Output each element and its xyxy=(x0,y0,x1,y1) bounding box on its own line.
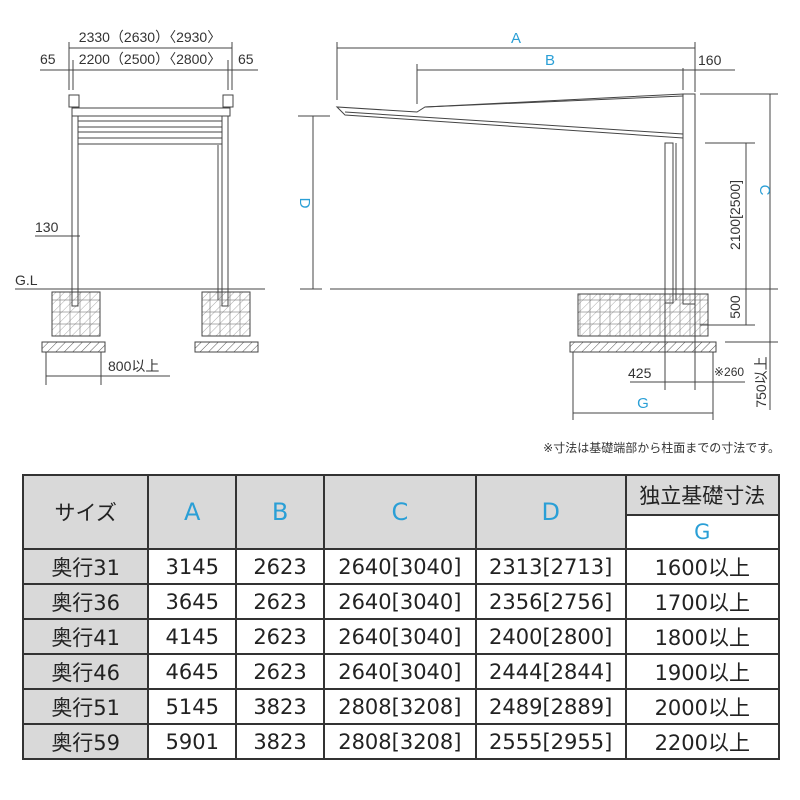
front-view xyxy=(298,42,778,420)
overall-width-label: 2330（2630）〈2930〉 xyxy=(79,29,221,45)
dimension-g-label: G xyxy=(637,395,649,412)
cell-a: 4645 xyxy=(147,653,238,690)
cell-d: 2400[2800] xyxy=(474,618,627,655)
side-view xyxy=(15,42,265,385)
cell-b: 3823 xyxy=(235,723,325,760)
cell-c: 2808[3208] xyxy=(322,688,477,725)
cell-size: 奥行41 xyxy=(21,618,150,655)
header-d: D xyxy=(474,474,627,550)
dimension-a-label: A xyxy=(511,30,521,47)
right-offset-label: 65 xyxy=(238,51,254,67)
cell-b: 2623 xyxy=(235,618,325,655)
cell-b: 2623 xyxy=(235,653,325,690)
cell-size: 奥行31 xyxy=(21,548,150,585)
header-size: サイズ xyxy=(21,474,150,550)
cell-g: 2200以上 xyxy=(624,723,781,760)
cell-b: 2623 xyxy=(235,548,325,585)
ground-level-label: G.L xyxy=(15,272,38,288)
left-offset-label: 65 xyxy=(40,51,56,67)
post-marker-label: 130 xyxy=(35,219,59,235)
cell-a: 3645 xyxy=(147,583,238,620)
cell-b: 3823 xyxy=(235,688,325,725)
cell-g: 1800以上 xyxy=(624,618,781,655)
cell-d: 2444[2844] xyxy=(474,653,627,690)
cell-c: 2640[3040] xyxy=(322,618,477,655)
cell-c: 2808[3208] xyxy=(322,723,477,760)
foundation-spacing-label: 800以上 xyxy=(108,358,159,374)
cell-d: 2313[2713] xyxy=(474,548,627,585)
dimension-d-label: D xyxy=(296,198,313,209)
cell-a: 5901 xyxy=(147,723,238,760)
header-g: G xyxy=(624,514,781,550)
cell-b: 2623 xyxy=(235,583,325,620)
cell-d: 2489[2889] xyxy=(474,688,627,725)
cell-size: 奥行59 xyxy=(21,723,150,760)
inner-width-label: 2200（2500）〈2800〉 xyxy=(79,51,221,67)
cell-a: 3145 xyxy=(147,548,238,585)
dimension-c-label: C xyxy=(756,185,773,196)
header-a: A xyxy=(147,474,238,550)
cell-size: 奥行36 xyxy=(21,583,150,620)
cell-c: 2640[3040] xyxy=(322,583,477,620)
cell-d: 2356[2756] xyxy=(474,583,627,620)
cell-c: 2640[3040] xyxy=(322,653,477,690)
dimension-b-label: B xyxy=(545,52,555,69)
cell-a: 4145 xyxy=(147,618,238,655)
top-offset-label: 160 xyxy=(698,52,722,68)
carport-drawing: 2330（2630）〈2930〉 2200（2500）〈2800〉 65 65 … xyxy=(15,29,778,420)
foundation-depth-label: 750以上 xyxy=(753,356,769,407)
clear-height-label: 2100[2500] xyxy=(727,180,743,250)
header-b: B xyxy=(235,474,325,550)
dimension-note: ※寸法は基礎端部から柱面までの寸法です。 xyxy=(543,441,780,455)
cell-d: 2555[2955] xyxy=(474,723,627,760)
cell-size: 奥行46 xyxy=(21,653,150,690)
header-c: C xyxy=(322,474,477,550)
edge-offset-label: ※260 xyxy=(714,365,744,379)
cell-a: 5145 xyxy=(147,688,238,725)
post-offset-label: 425 xyxy=(628,365,652,381)
cell-c: 2640[3040] xyxy=(322,548,477,585)
cell-g: 1600以上 xyxy=(624,548,781,585)
cell-size: 奥行51 xyxy=(21,688,150,725)
cell-g: 1900以上 xyxy=(624,653,781,690)
cell-g: 1700以上 xyxy=(624,583,781,620)
embed-depth-label: 500 xyxy=(727,295,743,319)
header-foundation: 独立基礎寸法 xyxy=(624,474,781,516)
cell-g: 2000以上 xyxy=(624,688,781,725)
